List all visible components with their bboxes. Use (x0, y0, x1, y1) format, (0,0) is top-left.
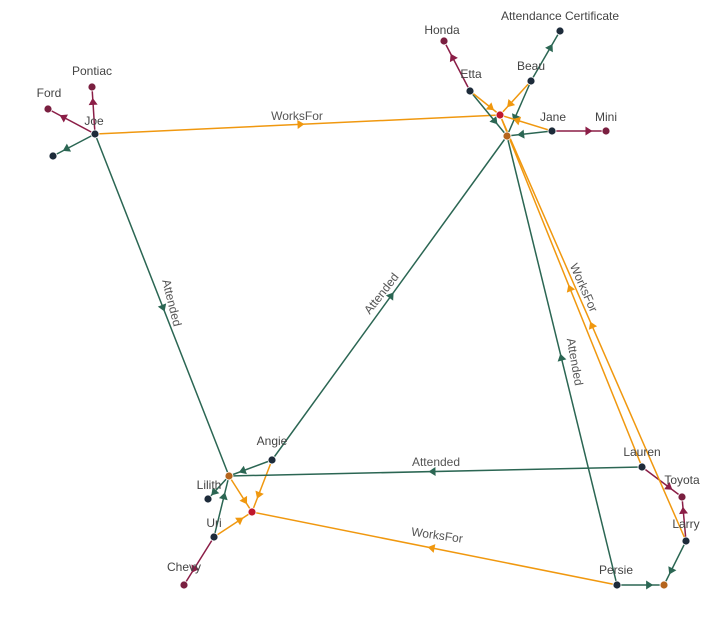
node-label-toyota: Toyota (664, 473, 700, 487)
edge-beau-attcert (530, 30, 561, 82)
edge-arrow-angie-company_bottom (255, 490, 264, 499)
node-lauren[interactable] (637, 462, 647, 472)
edge-arrow-beau-company_top (507, 99, 516, 108)
edge-arrow-joe-company_top (297, 120, 305, 129)
edge-larry-school_bottom (663, 540, 687, 586)
edge-arrow-larry-toyota (679, 506, 689, 515)
edge-arrow-lilith-company_bottom (239, 495, 248, 505)
edge-lauren-toyota (641, 466, 683, 498)
edge-etta-honda (443, 40, 471, 92)
node-joe_child[interactable] (48, 151, 58, 161)
edge-arrow-lauren-toyota (664, 482, 673, 490)
node-mini[interactable] (601, 126, 611, 136)
edge-label-joe-lilith: Attended (159, 278, 184, 328)
node-label-chevy: Chevy (167, 560, 201, 574)
edge-joe-pontiac (91, 86, 96, 135)
node-label-angie: Angie (257, 434, 288, 448)
edge-arrow-etta-honda (449, 53, 458, 63)
node-honda[interactable] (439, 36, 449, 46)
node-jane[interactable] (547, 126, 557, 136)
node-label-attcert: Attendance Certificate (501, 9, 619, 23)
edge-arrow-jane-school_top (517, 129, 525, 139)
edge-joe-joe_child (52, 133, 96, 157)
edge-arrow-joe-lilith (157, 303, 167, 312)
node-chevy[interactable] (179, 580, 189, 590)
node-label-etta: Etta (460, 67, 482, 81)
edge-arrow-lauren-company_top (566, 284, 576, 293)
node-company_top[interactable] (495, 110, 505, 120)
edge-label-persie-company_bottom: WorksFor (411, 525, 464, 546)
edge-beau-school_top (506, 80, 532, 137)
node-label-honda: Honda (424, 23, 460, 37)
edges-layer (47, 30, 689, 590)
node-label-uri: Uri (206, 516, 221, 530)
edge-arrow-uri-chevy (191, 564, 200, 573)
node-lilith_child[interactable] (203, 494, 213, 504)
edge-arrow-etta-company_top (485, 102, 495, 111)
node-label-pontiac: Pontiac (72, 64, 112, 78)
edge-joe-ford (47, 108, 96, 135)
edge-arrow-etta-school_top (489, 116, 498, 125)
edge-arrow-persie-school_top (557, 353, 567, 362)
edge-arrow-lilith-lilith_child (211, 487, 220, 496)
edge-arrow-lauren-lilith (428, 467, 436, 476)
edge-arrow-joe-joe_child (62, 143, 72, 152)
edge-uri-company_bottom (213, 511, 253, 538)
edge-uri-lilith (213, 475, 230, 538)
node-label-persie: Persie (599, 563, 633, 577)
edge-arrow-larry-school_bottom (668, 566, 677, 575)
edge-label-lauren-lilith: Attended (412, 455, 460, 469)
node-etta[interactable] (465, 86, 475, 96)
node-label-larry: Larry (672, 517, 699, 531)
node-persie[interactable] (612, 580, 622, 590)
node-ford[interactable] (43, 104, 53, 114)
edge-arrow-larry-company_top (588, 321, 598, 330)
edge-jane-school_top (506, 130, 553, 137)
node-school_bottom[interactable] (659, 580, 669, 590)
node-lilith[interactable] (224, 471, 234, 481)
node-label-joe: Joe (84, 114, 104, 128)
node-label-lauren: Lauren (623, 445, 660, 459)
edge-arrow-persie-company_bottom (427, 544, 436, 553)
edge-jane-company_top (499, 114, 553, 132)
node-beau[interactable] (526, 76, 536, 86)
edge-angie-lilith (228, 459, 273, 477)
edge-arrow-angie-school_top (385, 292, 394, 301)
node-larry[interactable] (681, 536, 691, 546)
node-label-ford: Ford (37, 86, 62, 100)
edge-etta-company_top (469, 90, 501, 116)
edge-larry-toyota (681, 496, 687, 542)
edge-arrow-joe-ford (59, 114, 68, 123)
edge-label-joe-company_top: WorksFor (271, 109, 323, 123)
node-pontiac[interactable] (87, 82, 97, 92)
edge-arrow-joe-pontiac (88, 97, 98, 106)
node-company_bottom[interactable] (247, 507, 257, 517)
edge-arrow-uri-lilith (218, 492, 228, 501)
node-joe[interactable] (90, 129, 100, 139)
edge-arrow-jane-mini (585, 126, 593, 136)
edge-arrow-persie-school_bottom (646, 580, 654, 590)
edge-arrow-jane-company_top (513, 116, 522, 126)
edge-uri-chevy (183, 536, 215, 586)
node-attcert[interactable] (555, 26, 565, 36)
nodes-layer (43, 26, 691, 590)
node-school_top[interactable] (502, 131, 512, 141)
edge-arrow-angie-lilith (238, 465, 247, 475)
edge-etta-school_top (469, 90, 508, 137)
node-label-beau: Beau (517, 59, 545, 73)
node-toyota[interactable] (677, 492, 687, 502)
edge-lilith-company_bottom (228, 475, 253, 513)
edge-beau-company_top (499, 80, 532, 116)
node-label-mini: Mini (595, 110, 617, 124)
node-label-jane: Jane (540, 110, 566, 124)
node-label-lilith: Lilith (197, 478, 222, 492)
node-angie[interactable] (267, 455, 277, 465)
edge-arrow-uri-company_bottom (235, 517, 244, 526)
edge-arrow-beau-attcert (545, 43, 553, 53)
node-uri[interactable] (209, 532, 219, 542)
edge-angie-company_bottom (251, 459, 273, 513)
